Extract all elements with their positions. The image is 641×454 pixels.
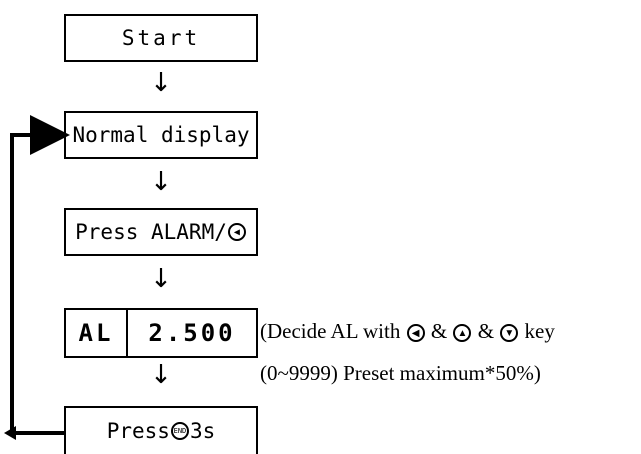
press-alarm-box: Press ALARM/ ◀	[64, 208, 258, 256]
normal-display-box: Normal display	[64, 111, 258, 159]
down-arrow-icon: ↓	[150, 360, 172, 390]
down-arrow-icon: ↓	[150, 68, 172, 98]
note-prefix: (Decide AL with	[260, 319, 406, 343]
display-left-text: AL	[78, 319, 114, 347]
left-arrow-key-icon: ◀	[227, 223, 246, 241]
display-right-segment: 2.500	[128, 319, 256, 347]
down-arrow-icon: ↓	[150, 264, 172, 294]
alarm-value-display: AL 2.500	[64, 308, 258, 358]
note-line-1: (Decide AL with ◀ & ▲ & ▼ key	[260, 319, 555, 344]
note-line-2: (0~9999) Preset maximum*50%)	[260, 361, 541, 385]
down-arrow-key-icon: ▼	[500, 324, 519, 343]
start-box: Start	[64, 14, 258, 62]
note-amp-1: &	[430, 319, 448, 343]
connector-line	[10, 115, 70, 435]
display-right-text: 2.500	[148, 319, 236, 347]
press-end-box: Press END 3s	[64, 406, 258, 454]
press-end-suffix: 3s	[189, 419, 216, 443]
display-left-segment: AL	[66, 310, 128, 356]
press-end-prefix: Press	[106, 419, 170, 443]
note-suffix: key	[524, 319, 555, 343]
left-arrowhead-icon	[4, 426, 16, 440]
normal-display-label: Normal display	[72, 123, 250, 147]
end-key-icon: END	[170, 422, 189, 440]
note-amp-2: &	[477, 319, 495, 343]
left-arrow-key-icon: ◀	[406, 324, 425, 343]
press-alarm-label: Press ALARM/	[75, 220, 227, 244]
down-arrow-icon: ↓	[150, 167, 172, 197]
start-label: Start	[121, 26, 201, 50]
up-arrow-key-icon: ▲	[453, 324, 472, 343]
